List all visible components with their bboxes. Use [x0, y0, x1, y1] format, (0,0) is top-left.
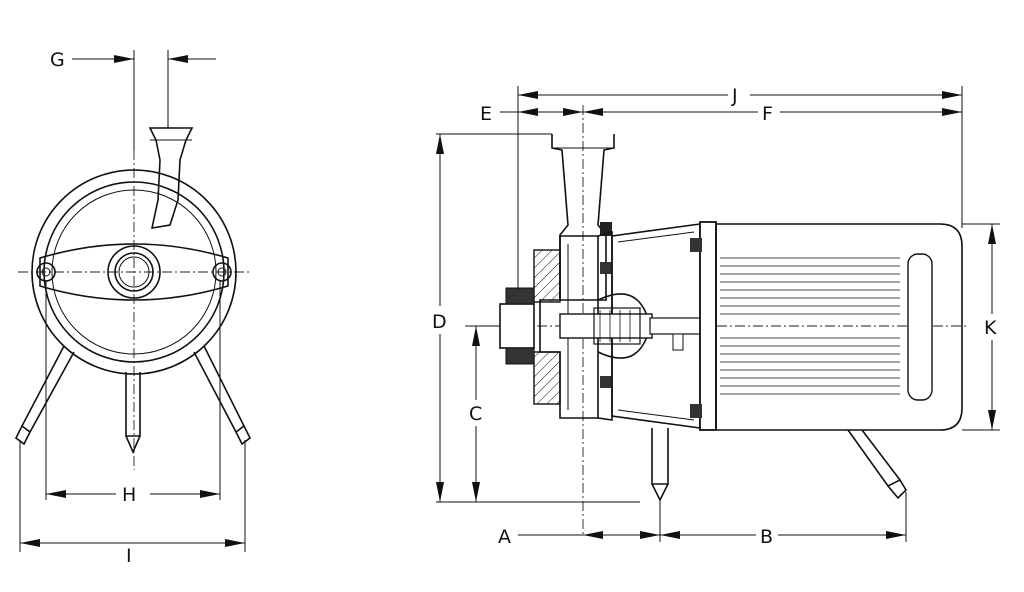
bolt-right-inner [217, 267, 227, 277]
d-arrow-top [436, 134, 444, 154]
dim-label-c: C [469, 403, 482, 425]
adapter-inner-top [617, 231, 695, 243]
h-arrow-left [46, 490, 66, 498]
k-arrow-bottom [988, 410, 996, 430]
e-arrow-right [563, 108, 583, 116]
side-outlet-pipe [551, 134, 615, 301]
front-leg-center [125, 372, 141, 437]
dim-label-e: E [480, 103, 492, 125]
shaft-key [672, 333, 684, 351]
front-outlet-pipe [148, 127, 194, 229]
dim-label-k: K [984, 317, 997, 339]
g-arrow-right [168, 55, 188, 63]
dim-label-g: G [50, 49, 65, 71]
side-leg-front-foot [651, 483, 669, 502]
motor-body [715, 223, 963, 431]
mechanical-seal [593, 307, 641, 345]
adapter-inner-bottom [617, 409, 695, 421]
front-leg-right-foot [235, 425, 252, 446]
dim-label-i: I [126, 545, 132, 567]
bolt-left-inner [41, 267, 51, 277]
d-arrow-bottom [436, 482, 444, 502]
motor-shaft [649, 317, 701, 335]
side-leg-rear-foot [887, 479, 908, 500]
pump-casing [539, 235, 599, 419]
dim-label-j: J [731, 85, 738, 107]
f-arrow-right [942, 108, 962, 116]
dim-label-b: B [760, 526, 773, 548]
e-arrow-left [518, 108, 538, 116]
j-arrow-right [942, 91, 962, 99]
g-arrow-left [114, 55, 134, 63]
inlet-flange-plate [39, 243, 229, 301]
i-arrow-right [225, 539, 245, 547]
front-leg-left [20, 345, 75, 434]
seal-bottom [600, 376, 612, 388]
i-arrow-left [20, 539, 40, 547]
flange-block-top [533, 249, 561, 303]
bolt-right [212, 262, 232, 282]
a-arrow-right [640, 531, 660, 539]
front-view: G H I [14, 49, 252, 567]
inlet-port-outer [107, 245, 161, 299]
flange-block-bottom [533, 351, 561, 405]
front-leg-center-foot [125, 435, 141, 454]
c-arrow-top [472, 326, 480, 346]
b-arrow-left [660, 531, 680, 539]
inlet-nut-top [505, 287, 535, 305]
dim-label-d: D [432, 311, 447, 333]
shaft-seal-housing [559, 313, 653, 339]
h-arrow-right [200, 490, 220, 498]
inlet-connector [499, 303, 535, 349]
motor-cooling-fins [720, 257, 900, 395]
b-arrow-right [886, 531, 906, 539]
casing-outer-circle [31, 169, 237, 375]
seal-top [600, 262, 612, 274]
dim-label-a: A [498, 526, 511, 548]
volute-circle [51, 189, 217, 355]
flange-bolt-bottom [690, 404, 702, 418]
side-leg-rear [847, 429, 902, 488]
front-leg-left-foot [14, 425, 31, 446]
side-view: J E F D C A [432, 85, 1000, 548]
casing-inner-circle [43, 181, 225, 363]
k-arrow-top [988, 224, 996, 244]
f-arrow-left [583, 108, 603, 116]
inlet-port-inner [118, 256, 150, 288]
side-leg-front [651, 428, 669, 485]
motor-end-cap [907, 253, 933, 401]
c-arrow-bottom [472, 482, 480, 502]
front-leg-right [193, 345, 246, 434]
flange-bolt-top [690, 238, 702, 252]
motor-flange [699, 221, 717, 431]
dim-label-f: F [762, 103, 773, 125]
a-arrow-left [583, 531, 603, 539]
inlet-port-mid [114, 252, 154, 292]
j-arrow-left [518, 91, 538, 99]
dim-label-h: H [122, 484, 136, 506]
inlet-nut-bottom [505, 347, 535, 365]
